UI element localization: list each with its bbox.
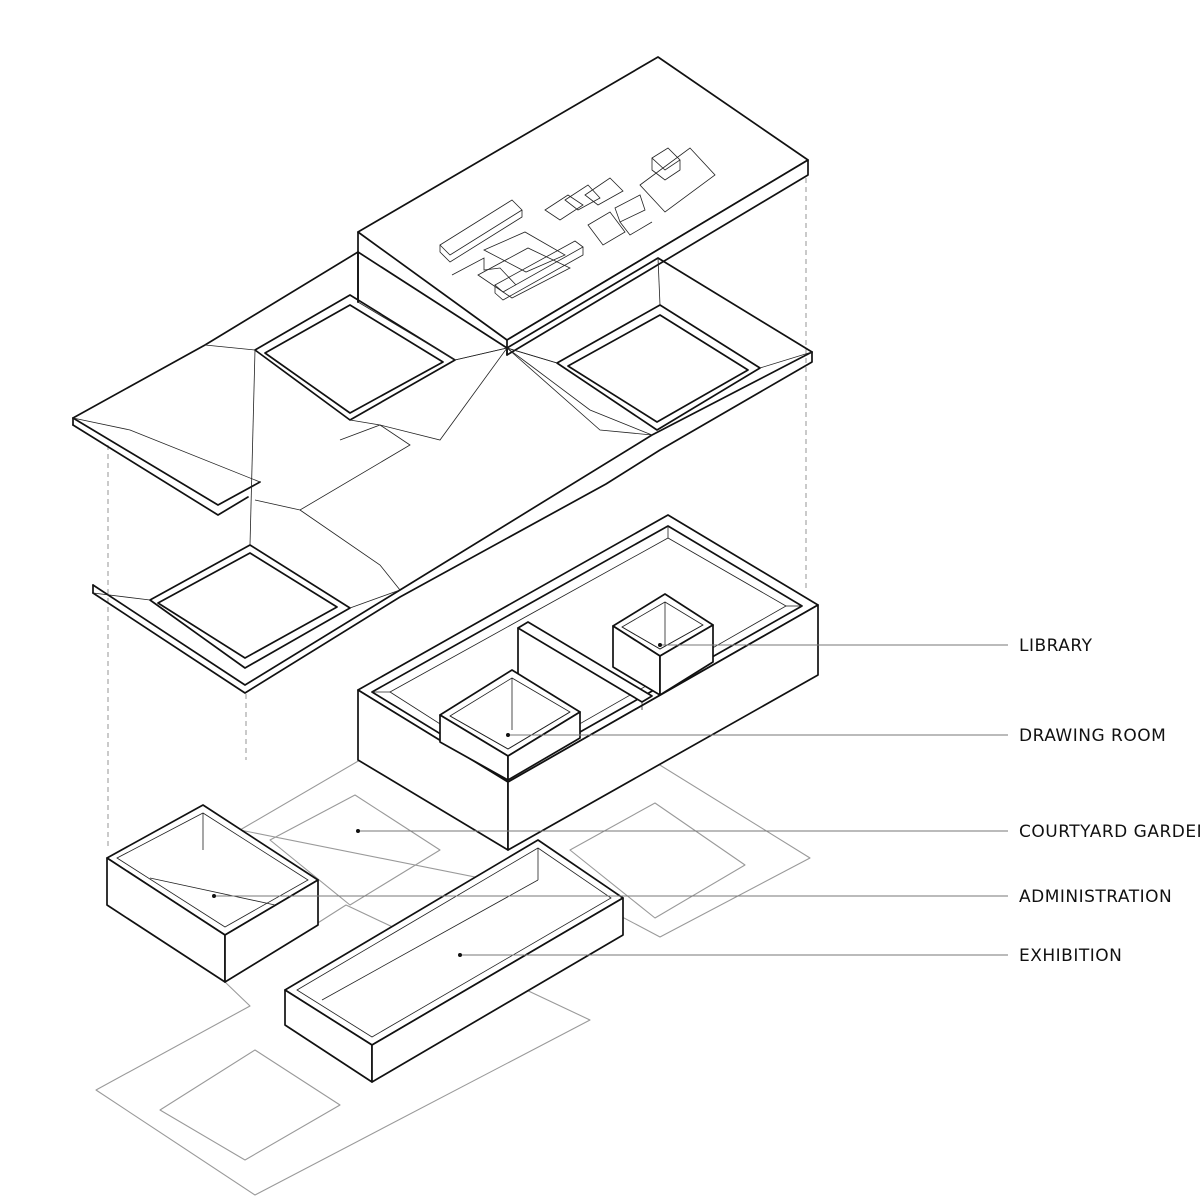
administration-volume xyxy=(106,804,319,983)
drawing-room-box xyxy=(439,669,581,781)
exhibition-volume xyxy=(284,839,624,1083)
label-exhibition: EXHIBITION xyxy=(1019,946,1122,966)
leader-lines xyxy=(212,643,1008,957)
label-administration: ADMINISTRATION xyxy=(1019,887,1172,907)
roof-upper-slab xyxy=(357,56,809,356)
folded-roof xyxy=(72,251,813,694)
label-courtyard-garden: COURTYARD GARDEN xyxy=(1019,822,1200,842)
projection-guides xyxy=(107,178,807,850)
roof-plan-graphic xyxy=(439,147,716,301)
library-box xyxy=(612,593,714,696)
label-drawing-room: DRAWING ROOM xyxy=(1019,726,1166,746)
label-library: LIBRARY xyxy=(1019,636,1093,656)
main-volume xyxy=(357,514,819,851)
